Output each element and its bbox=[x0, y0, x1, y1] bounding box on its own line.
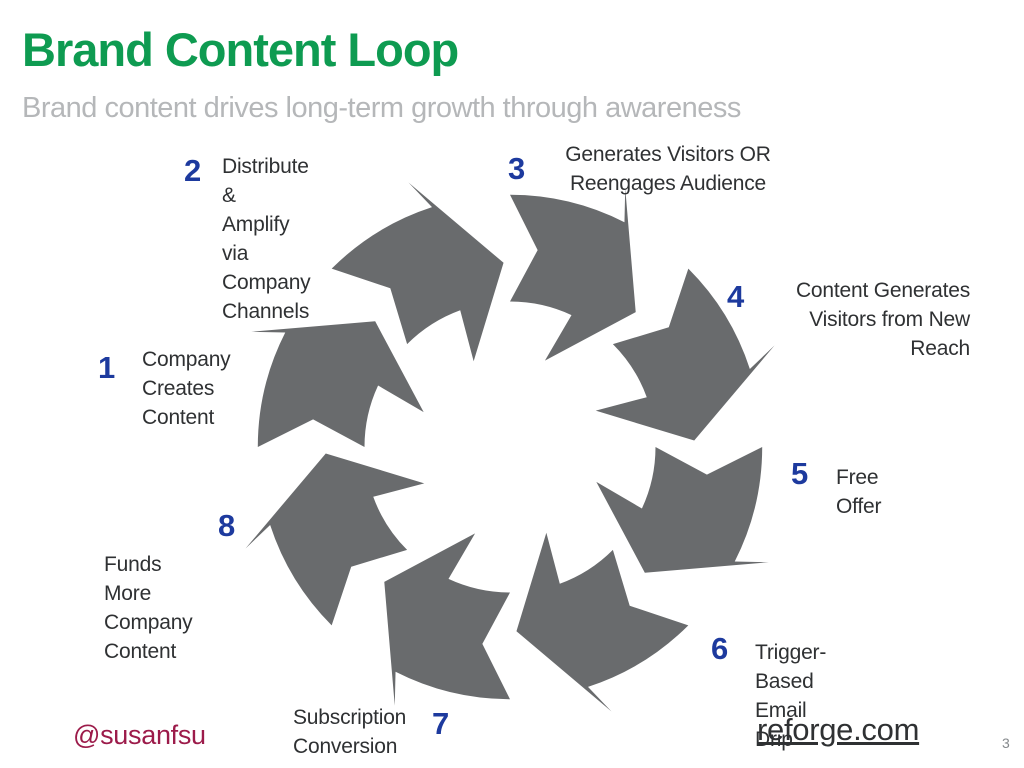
step-6-label: Trigger-Based Email Drip bbox=[755, 641, 827, 751]
step-2-label: Distribute & Amplify via Company Channel… bbox=[222, 155, 311, 323]
step-7-label: Subscription Conversion bbox=[293, 706, 407, 758]
step-5-number: 5 bbox=[791, 456, 809, 491]
cycle-arrow-5 bbox=[384, 533, 510, 706]
cycle-arrow-7 bbox=[251, 321, 424, 447]
step-2-number: 2 bbox=[184, 153, 202, 188]
twitter-handle: @susanfsu bbox=[73, 720, 206, 750]
step-8-number: 8 bbox=[218, 508, 236, 543]
cycle-arrow-3 bbox=[596, 447, 769, 573]
reforge-link[interactable]: reforge.com bbox=[757, 712, 920, 747]
step-7-number: 7 bbox=[432, 706, 450, 741]
step-1-number: 1 bbox=[98, 350, 116, 385]
page-subtitle: Brand content drives long-term growth th… bbox=[22, 92, 741, 124]
page-number: 3 bbox=[1002, 735, 1010, 751]
step-6-number: 6 bbox=[711, 631, 729, 666]
cycle-arrow-1 bbox=[510, 188, 636, 361]
step-5-label: Free Offer bbox=[836, 466, 882, 518]
step-3-number: 3 bbox=[508, 151, 526, 186]
step-3-label: Generates Visitors OR Reengages Audience bbox=[565, 143, 771, 195]
step-4-number: 4 bbox=[727, 279, 745, 314]
step-4-label: Content Generates Visitors from New Reac… bbox=[795, 279, 970, 360]
page-title: Brand Content Loop bbox=[22, 23, 459, 76]
step-1-label: Company Creates Content bbox=[142, 348, 231, 429]
step-8-label: Funds More Company Content bbox=[104, 553, 193, 663]
